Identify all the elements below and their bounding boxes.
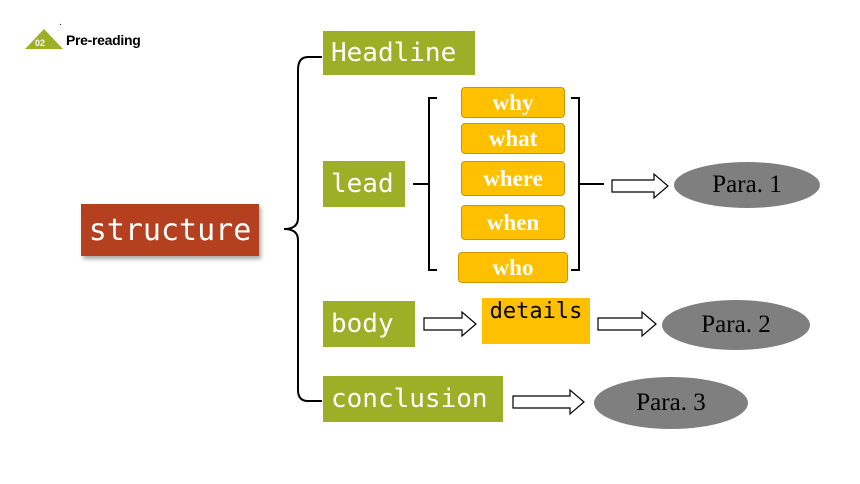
conclusion-box: conclusion: [323, 376, 503, 422]
lead-bracket-right: [571, 97, 580, 271]
lead-item-where: where: [461, 161, 565, 196]
arrow-details-para2: [597, 310, 657, 338]
lead-item-what: what: [461, 123, 565, 154]
para-3-ellipse: Para. 3: [594, 377, 748, 429]
lead-item-why: why: [461, 87, 565, 118]
header-dot: .: [59, 17, 62, 28]
main-brace: [283, 56, 322, 402]
headline-box: Headline: [323, 31, 475, 75]
lead-item-who: who: [458, 252, 568, 283]
header-triangle-icon: [25, 29, 63, 49]
structure-box: structure: [81, 204, 259, 256]
lead-bracket-left: [428, 97, 437, 271]
lead-box: lead: [323, 161, 405, 207]
arrow-conclusion-para3: [512, 388, 585, 416]
header-number: 02: [35, 38, 46, 48]
body-box: body: [323, 301, 415, 347]
details-box: details: [482, 298, 590, 344]
header-title: Pre-reading: [66, 32, 141, 48]
para-2-ellipse: Para. 2: [662, 300, 810, 350]
arrow-body-details: [423, 310, 477, 338]
arrow-lead-para1: [611, 172, 669, 200]
para-1-ellipse: Para. 1: [674, 162, 820, 208]
lead-item-when: when: [461, 205, 565, 240]
